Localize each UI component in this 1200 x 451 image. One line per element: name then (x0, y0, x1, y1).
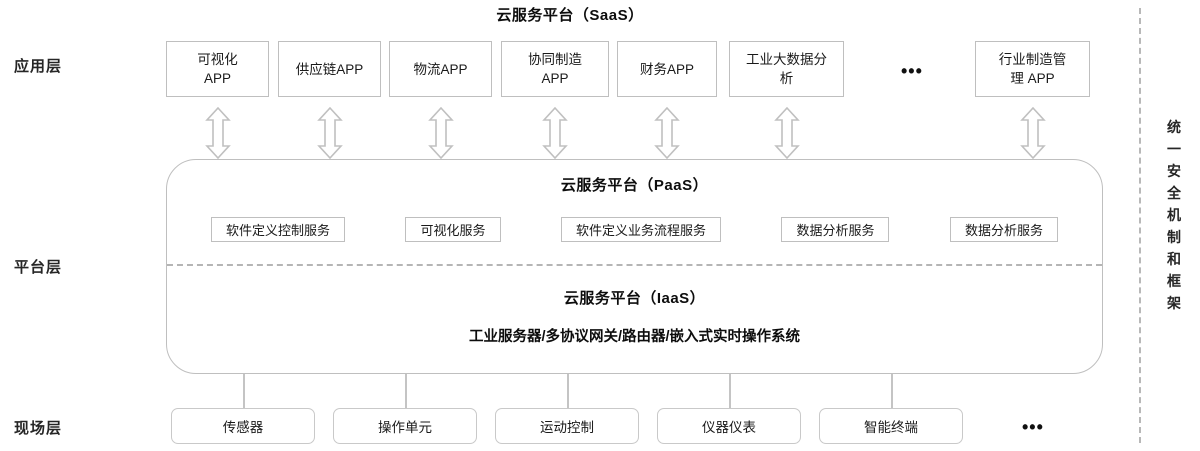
layer-label-field: 现场层 (14, 420, 63, 437)
security-char: 框 (1167, 273, 1181, 289)
app-label-line2: 析 (779, 71, 794, 86)
bidirectional-arrow-icon (205, 107, 231, 159)
bidirectional-arrow-icon (428, 107, 454, 159)
security-char: 安 (1167, 163, 1181, 179)
bidirectional-arrow-icon (317, 107, 343, 159)
paas-iaas-divider (167, 264, 1102, 266)
app-box-finance[interactable]: 财务APP (617, 41, 717, 97)
app-box-collaborative-manufacturing[interactable]: 协同制造 APP (501, 41, 609, 97)
app-label-line2: APP (203, 71, 231, 86)
security-char: 架 (1167, 295, 1181, 311)
connector-line (891, 374, 893, 408)
security-rail-divider (1139, 8, 1141, 443)
app-label-line1: 供应链APP (295, 61, 364, 77)
paas-service-software-defined-control[interactable]: 软件定义控制服务 (211, 217, 346, 242)
paas-service-software-defined-business-process[interactable]: 软件定义业务流程服务 (560, 217, 721, 242)
bidirectional-arrow-icon (542, 107, 568, 159)
field-node-smart-terminal[interactable]: 智能终端 (819, 408, 963, 444)
app-box-industry-manufacturing-management[interactable]: 行业制造管 理 APP (975, 41, 1090, 97)
connector-line (567, 374, 569, 408)
application-layer-ellipsis: ••• (901, 61, 923, 81)
connector-line (729, 374, 731, 408)
paas-title: 云服务平台（PaaS） (560, 177, 709, 194)
app-label-line1: 行业制造管 (998, 52, 1067, 67)
app-label-line1: 物流APP (413, 61, 468, 77)
platform-container: 云服务平台（PaaS） 软件定义控制服务 可视化服务 软件定义业务流程服务 数据… (166, 159, 1103, 374)
field-layer-ellipsis: ••• (1022, 417, 1044, 437)
app-box-industrial-big-data-analysis[interactable]: 工业大数据分 析 (729, 41, 844, 97)
field-node-operation-unit[interactable]: 操作单元 (333, 408, 477, 444)
app-label-line1: 财务APP (639, 61, 694, 77)
security-rail-label: 统 一 安 全 机 制 和 框 架 (1163, 116, 1185, 314)
connector-line (405, 374, 407, 408)
paas-service-list: 软件定义控制服务 可视化服务 软件定义业务流程服务 数据分析服务 数据分析服务 (211, 217, 1058, 242)
paas-service-visualization[interactable]: 可视化服务 (405, 217, 501, 242)
connector-line (243, 374, 245, 408)
security-char: 全 (1167, 185, 1181, 201)
layer-label-application: 应用层 (14, 58, 63, 75)
app-box-visualization[interactable]: 可视化 APP (166, 41, 269, 97)
layer-label-platform: 平台层 (14, 259, 63, 276)
field-node-instrumentation[interactable]: 仪器仪表 (657, 408, 801, 444)
app-label-line2: 理 APP (1010, 71, 1055, 86)
security-char: 制 (1167, 229, 1181, 245)
field-node-sensor[interactable]: 传感器 (171, 408, 315, 444)
app-box-logistics[interactable]: 物流APP (389, 41, 492, 97)
iaas-subtitle: 工业服务器/多协议网关/路由器/嵌入式实时操作系统 (468, 329, 801, 345)
bidirectional-arrow-icon (774, 107, 800, 159)
app-label-line1: 协同制造 (528, 52, 582, 67)
app-label-line1: 可视化 (197, 52, 238, 67)
page-title: 云服务平台（SaaS） (496, 7, 644, 24)
app-box-supply-chain[interactable]: 供应链APP (278, 41, 381, 97)
security-char: 一 (1167, 141, 1181, 157)
security-char: 统 (1167, 119, 1181, 135)
field-node-motion-control[interactable]: 运动控制 (495, 408, 639, 444)
security-char: 机 (1167, 207, 1181, 223)
app-label-line2: APP (541, 71, 569, 86)
bidirectional-arrow-icon (1020, 107, 1046, 159)
paas-service-data-analysis-1[interactable]: 数据分析服务 (781, 217, 890, 242)
app-label-line1: 工业大数据分 (746, 52, 827, 67)
bidirectional-arrow-icon (654, 107, 680, 159)
iaas-title: 云服务平台（IaaS） (563, 290, 706, 307)
paas-service-data-analysis-2[interactable]: 数据分析服务 (949, 217, 1058, 242)
security-char: 和 (1167, 251, 1181, 267)
